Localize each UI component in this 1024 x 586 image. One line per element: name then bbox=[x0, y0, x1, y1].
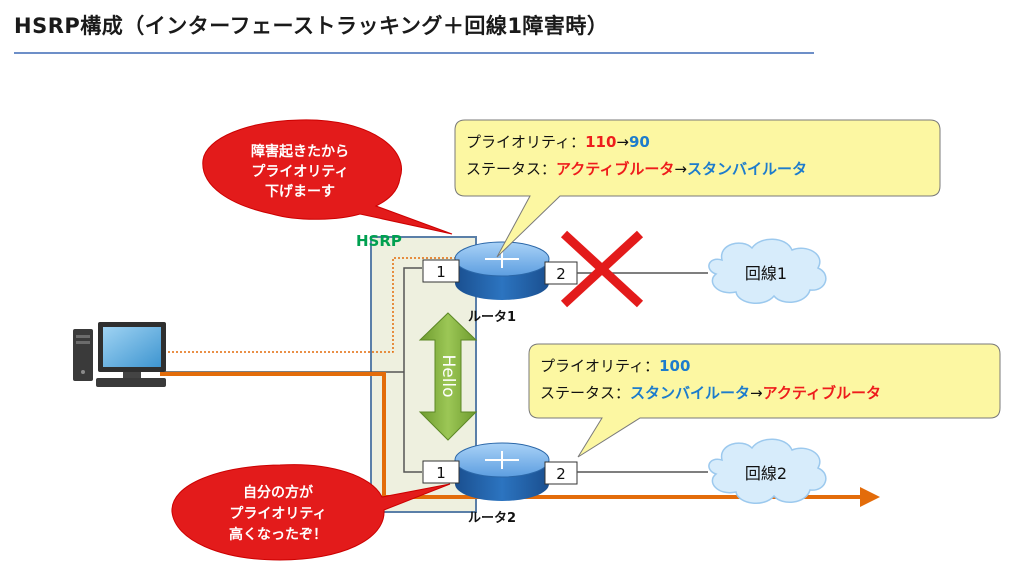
svg-text:2: 2 bbox=[556, 265, 566, 283]
hello-arrow: Hello bbox=[418, 312, 478, 441]
svg-text:ステータス：スタンバイルータ→アクティブルータ: ステータス：スタンバイルータ→アクティブルータ bbox=[540, 384, 881, 402]
svg-text:1: 1 bbox=[436, 464, 446, 482]
cloud-1-label: 回線1 bbox=[745, 264, 787, 283]
router-2-status-callout: プライオリティ：100 ステータス：スタンバイルータ→アクティブルータ bbox=[528, 343, 1001, 458]
router-2-label: ルータ2 bbox=[468, 511, 516, 526]
router-2[interactable]: 1 2 ルータ2 bbox=[422, 442, 578, 526]
svg-text:プライオリティ: プライオリティ bbox=[229, 506, 326, 522]
svg-text:高くなったぞ！: 高くなったぞ！ bbox=[229, 526, 327, 543]
cloud-2-label: 回線2 bbox=[745, 464, 787, 483]
router-2-port-1 bbox=[422, 460, 460, 484]
svg-text:2: 2 bbox=[556, 465, 566, 483]
svg-text:プライオリティ：100: プライオリティ：100 bbox=[540, 357, 690, 375]
svg-text:ステータス：アクティブルータ→スタンバイルータ: ステータス：アクティブルータ→スタンバイルータ bbox=[466, 160, 807, 178]
cloud-1-icon: 回線1 bbox=[708, 238, 827, 304]
router-1-arrows-icon bbox=[485, 250, 519, 268]
failure-x-icon bbox=[560, 230, 644, 308]
router-2-arrows-icon bbox=[485, 451, 519, 469]
cloud-2-icon: 回線2 bbox=[708, 438, 827, 504]
svg-text:自分の方が: 自分の方が bbox=[243, 484, 314, 501]
router-1-label: ルータ1 bbox=[468, 310, 516, 325]
speech-bubble-bottom: 自分の方が プライオリティ 高くなったぞ！ bbox=[171, 464, 451, 561]
computer-icon bbox=[73, 322, 166, 387]
router-1[interactable]: 1 2 ルータ1 bbox=[422, 241, 578, 325]
svg-text:障害起きたから: 障害起きたから bbox=[251, 143, 349, 160]
new-traffic-path bbox=[160, 372, 880, 507]
svg-text:プライオリティ：110→90: プライオリティ：110→90 bbox=[466, 133, 650, 151]
page-title: HSRP構成（インターフェーストラッキング＋回線1障害時） bbox=[14, 14, 609, 38]
hsrp-label: HSRP bbox=[356, 232, 402, 250]
svg-text:プライオリティ: プライオリティ bbox=[251, 164, 348, 180]
svg-text:1: 1 bbox=[436, 263, 446, 281]
title-underline bbox=[14, 52, 814, 54]
old-traffic-path bbox=[160, 253, 547, 353]
svg-text:下げまーす: 下げまーす bbox=[265, 184, 335, 200]
hello-label: Hello bbox=[438, 354, 458, 397]
speech-bubble-top: 障害起きたから プライオリティ 下げまーす bbox=[202, 119, 453, 235]
router-1-status-callout: プライオリティ：110→90 ステータス：アクティブルータ→スタンバイルータ bbox=[454, 119, 941, 258]
router-2-port-2 bbox=[544, 461, 578, 485]
router-1-port-1 bbox=[422, 259, 460, 283]
